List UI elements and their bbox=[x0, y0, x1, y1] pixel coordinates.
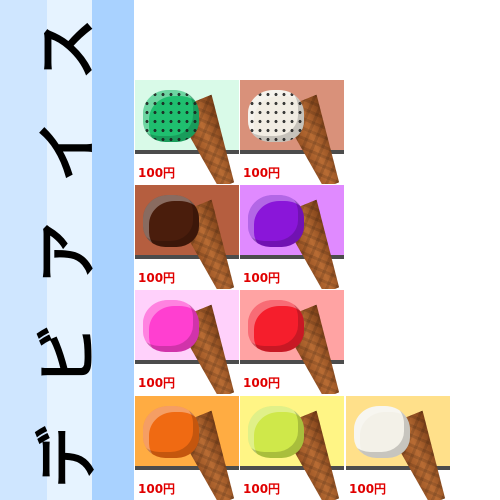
scoop-icon bbox=[354, 406, 410, 458]
stripe-left bbox=[0, 0, 47, 500]
scoop-icon bbox=[248, 90, 304, 142]
stripe-middle bbox=[47, 0, 92, 500]
price-label: 100円 bbox=[138, 271, 176, 285]
scoop-icon bbox=[143, 195, 199, 247]
scoop-icon bbox=[248, 406, 304, 458]
price-label: 100円 bbox=[349, 482, 387, 496]
chip-pattern bbox=[248, 90, 304, 142]
ice-cream-card-orange[interactable]: 100円 bbox=[135, 396, 239, 500]
ice-cream-card-strawberry-pink[interactable]: 100円 bbox=[135, 290, 239, 394]
price-label: 100円 bbox=[243, 482, 281, 496]
ice-cream-card-strawberry-red[interactable]: 100円 bbox=[240, 290, 344, 394]
title-char-2: イ bbox=[30, 119, 104, 183]
scoop-icon bbox=[143, 90, 199, 142]
price-label: 100円 bbox=[138, 482, 176, 496]
title-char-3: ア bbox=[30, 221, 104, 285]
ice-cream-card-grape[interactable]: 100円 bbox=[240, 185, 344, 289]
price-label: 100円 bbox=[243, 376, 281, 390]
title-char-1: ス bbox=[30, 17, 104, 81]
stripe-right bbox=[92, 0, 134, 500]
chip-pattern bbox=[143, 90, 199, 142]
price-label: 100円 bbox=[243, 166, 281, 180]
scoop-icon bbox=[143, 300, 199, 352]
title-char-5: デ bbox=[30, 425, 104, 489]
title-char-4: ビ bbox=[30, 323, 104, 387]
price-label: 100円 bbox=[138, 376, 176, 390]
scoop-icon bbox=[248, 300, 304, 352]
game-title-vertical: ス イ ア ビ デ bbox=[8, 18, 128, 488]
scoop-icon bbox=[143, 406, 199, 458]
ice-cream-card-chocolate[interactable]: 100円 bbox=[135, 185, 239, 289]
ice-cream-card-vanilla[interactable]: 100円 bbox=[346, 396, 450, 500]
ice-cream-card-mint-chip[interactable]: 100円 bbox=[135, 80, 239, 184]
price-label: 100円 bbox=[138, 166, 176, 180]
ice-cream-card-cookies-cream[interactable]: 100円 bbox=[240, 80, 344, 184]
scoop-icon bbox=[248, 195, 304, 247]
ice-cream-card-lemon-lime[interactable]: 100円 bbox=[240, 396, 344, 500]
price-label: 100円 bbox=[243, 271, 281, 285]
